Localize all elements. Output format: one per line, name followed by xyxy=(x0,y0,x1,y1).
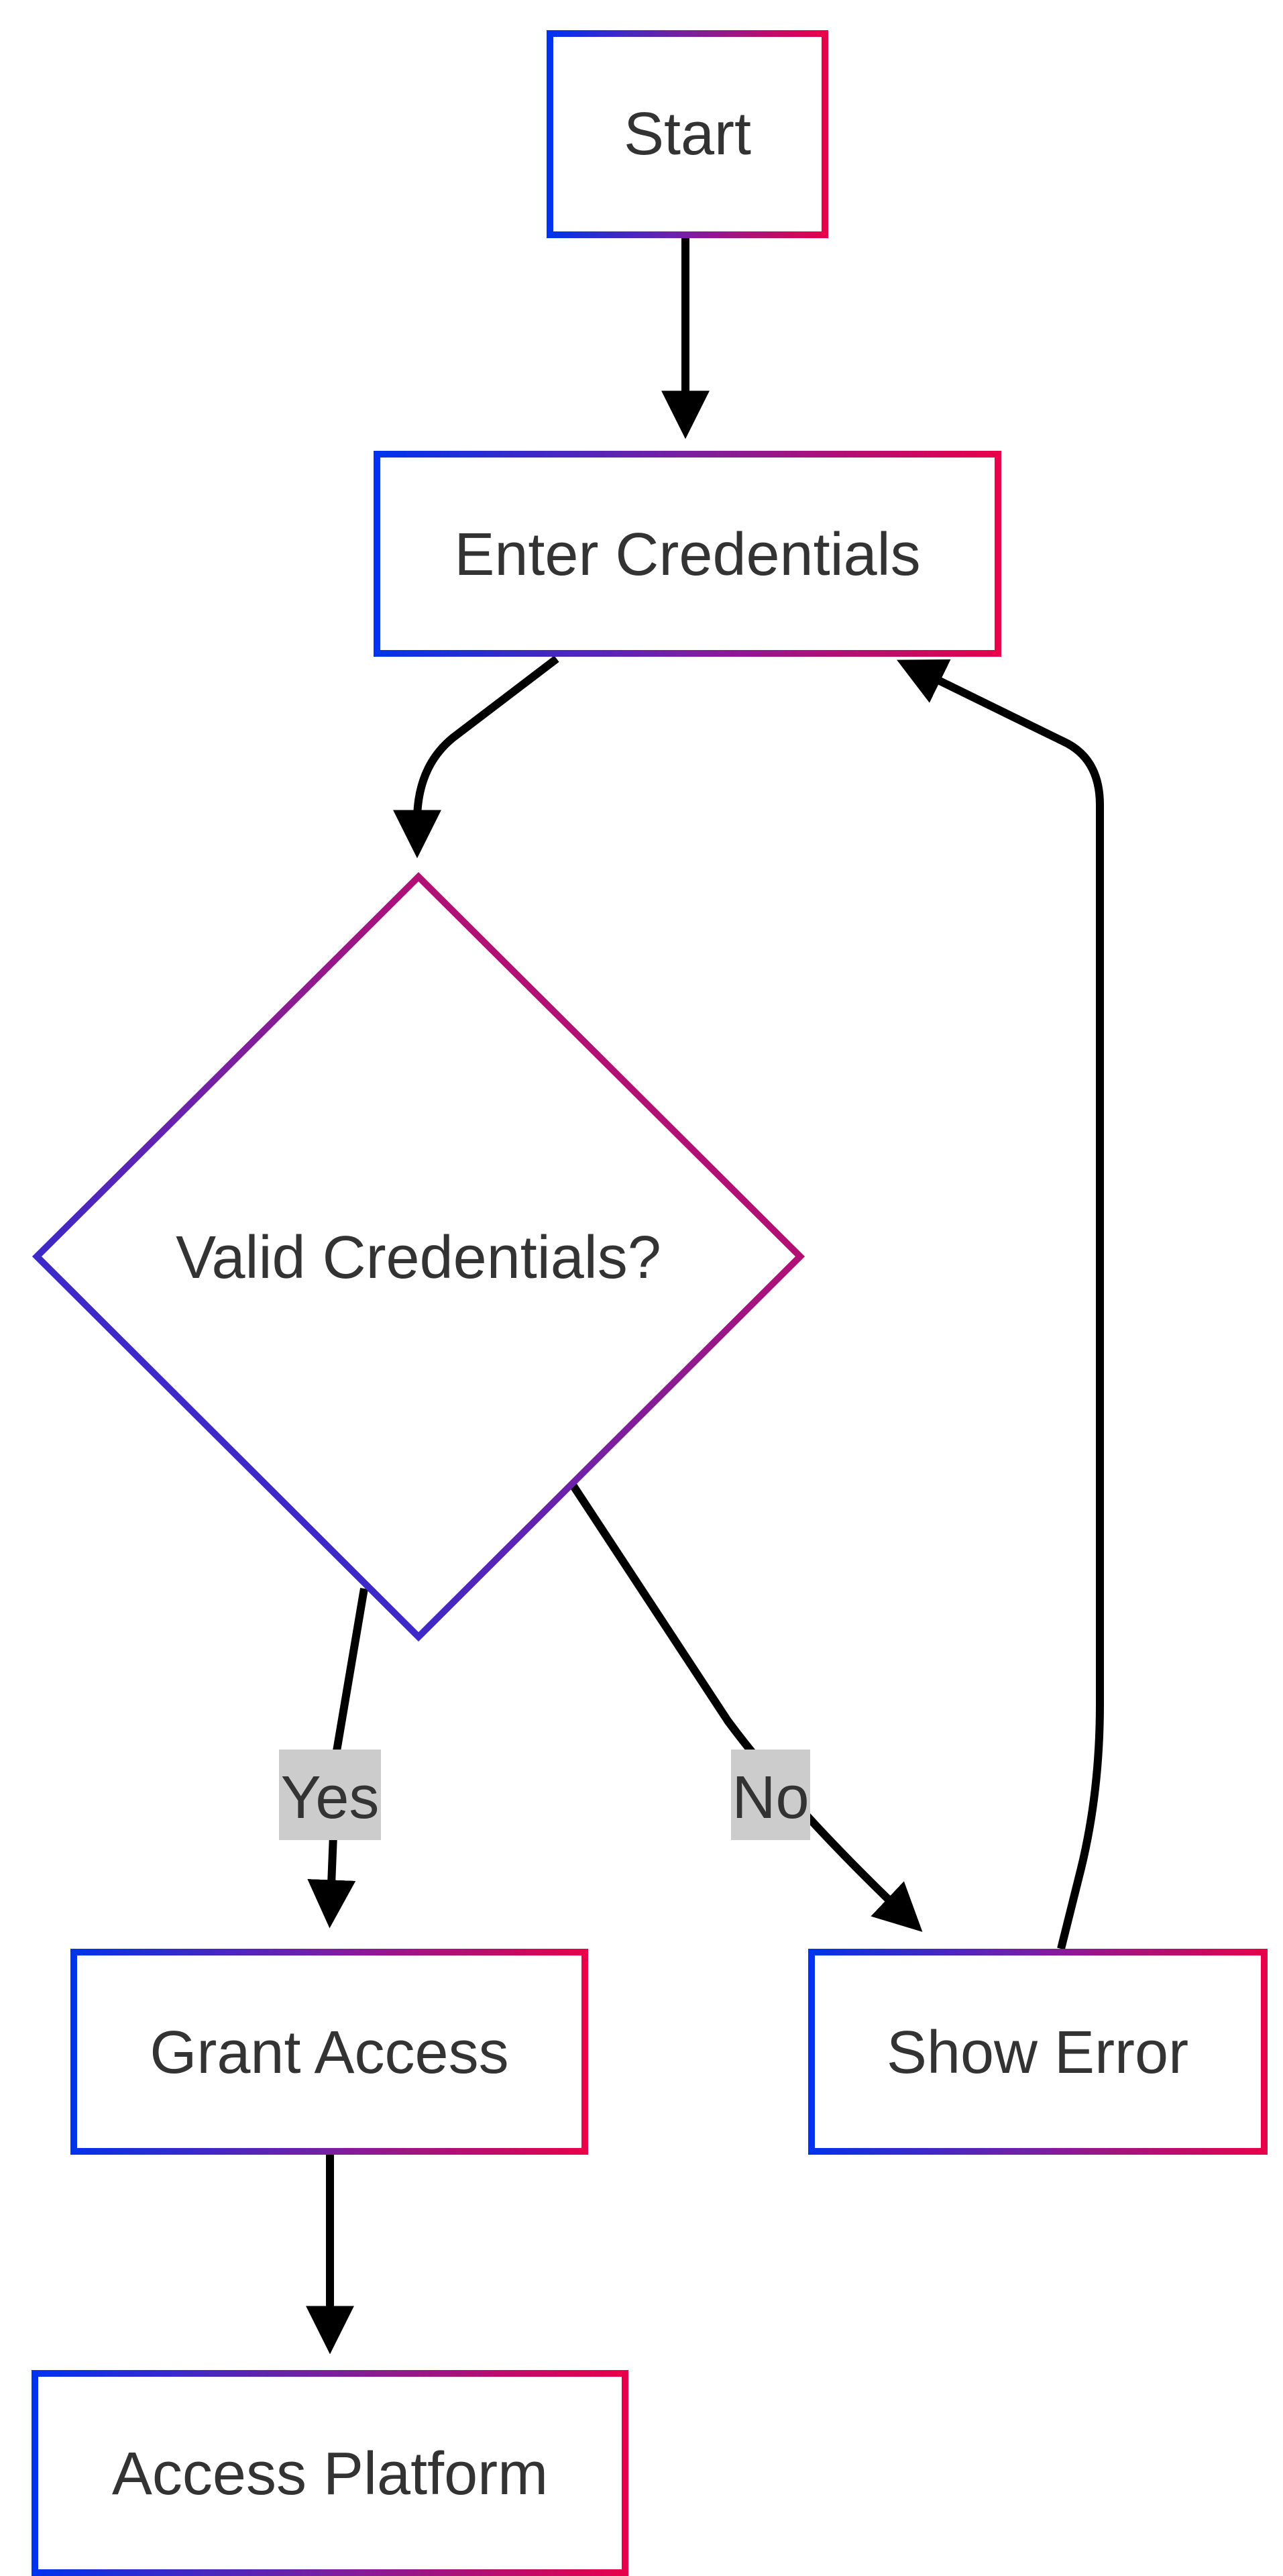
node-valid-credentials-decision: Valid Credentials? xyxy=(32,871,805,1642)
node-start: Start xyxy=(547,30,828,238)
node-valid-credentials-label: Valid Credentials? xyxy=(176,1224,661,1291)
edge-label-no-text: No xyxy=(732,1764,809,1831)
node-grant-access-label: Grant Access xyxy=(150,2019,508,2086)
edge-label-yes-text: Yes xyxy=(281,1764,380,1831)
node-show-error: Show Error xyxy=(808,1949,1268,2155)
edge-label-yes: Yes xyxy=(279,1750,381,1840)
node-enter-credentials: Enter Credentials xyxy=(374,451,1001,657)
node-show-error-label: Show Error xyxy=(887,2019,1188,2086)
edge-enter-credentials-to-decision xyxy=(393,655,559,859)
node-access-platform: Access Platform xyxy=(32,2370,628,2576)
node-grant-access: Grant Access xyxy=(70,1949,588,2155)
edge-label-no: No xyxy=(731,1750,810,1840)
edge-show-error-to-enter-credentials xyxy=(897,659,1104,1950)
node-access-platform-label: Access Platform xyxy=(112,2440,548,2508)
edge-no-to-show-error xyxy=(569,1483,923,1932)
node-enter-credentials-label: Enter Credentials xyxy=(454,521,920,588)
node-start-label: Start xyxy=(624,101,751,168)
